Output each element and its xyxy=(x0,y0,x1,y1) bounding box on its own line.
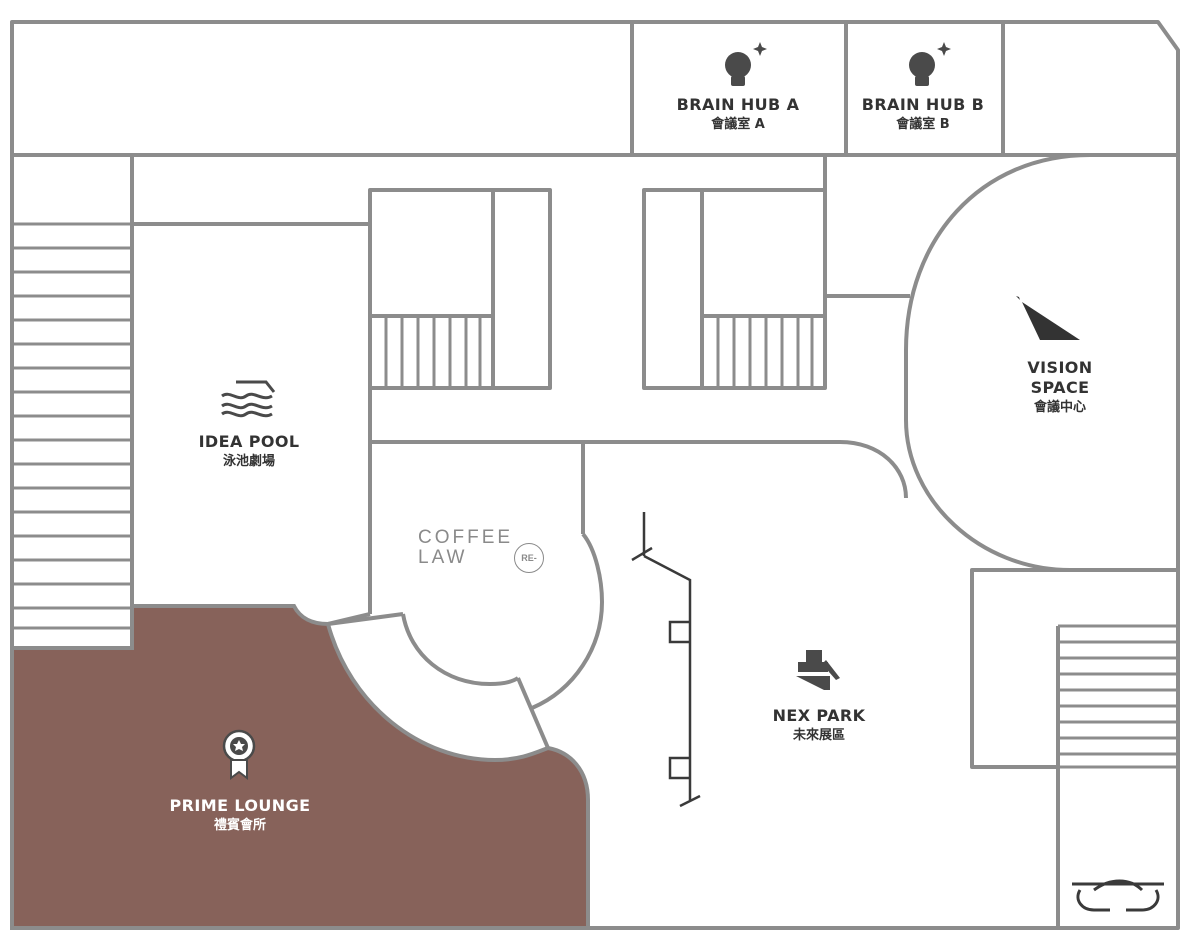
brain-hub-a-label[interactable]: BRAIN HUB A 會議室 A xyxy=(662,95,814,133)
coffee-law-line2: LAW xyxy=(418,546,468,568)
idea-pool-name: IDEA POOL xyxy=(198,432,300,451)
brain-hub-b-label[interactable]: BRAIN HUB B 會議室 B xyxy=(846,95,1000,133)
excavator-icon xyxy=(796,650,840,690)
prime-lounge-name-zh: 禮賓會所 xyxy=(213,818,266,833)
prime-lounge-label[interactable]: PRIME LOUNGE 禮賓會所 xyxy=(150,796,330,834)
idea-pool-name-zh: 泳池劇場 xyxy=(222,454,275,469)
inner-staircase-right xyxy=(716,316,814,388)
lightbulb-icon xyxy=(725,42,767,86)
nex-park-label[interactable]: NEX PARK 未來展區 xyxy=(744,706,894,744)
coffee-law-line1: COFFEE xyxy=(418,527,514,548)
brain-hub-b-name: BRAIN HUB B xyxy=(861,95,985,114)
vision-space-name-line2: SPACE xyxy=(1030,378,1090,397)
coffee-law-logo[interactable]: COFFEE LAW xyxy=(418,528,513,568)
brain-hub-a-name-zh: 會議室 A xyxy=(711,117,765,132)
right-staircase xyxy=(1058,624,1178,769)
paper-plane-icon xyxy=(1016,296,1080,340)
brain-hub-a-name: BRAIN HUB A xyxy=(676,95,800,114)
vision-space-label[interactable]: VISION SPACE 會議中心 xyxy=(1000,358,1120,416)
brain-hub-b-name-zh: 會議室 B xyxy=(896,117,950,132)
award-badge-icon xyxy=(222,729,256,780)
prime-lounge-name: PRIME LOUNGE xyxy=(169,796,311,815)
prime-lounge-area[interactable] xyxy=(10,604,590,930)
vision-space-name-line1: VISION xyxy=(1027,358,1093,377)
walls xyxy=(10,20,1180,930)
nex-park-name: NEX PARK xyxy=(772,706,866,725)
idea-pool-label[interactable]: IDEA POOL 泳池劇場 xyxy=(174,432,324,470)
pool-waves-icon xyxy=(221,380,276,418)
coffee-law-badge: RE- xyxy=(514,543,544,573)
lightbulb-icon xyxy=(909,42,951,86)
escalator-symbol xyxy=(1072,879,1164,912)
display-rail xyxy=(631,512,701,808)
inner-staircase-left xyxy=(384,316,482,388)
left-staircase xyxy=(12,222,132,630)
vision-space-name-zh: 會議中心 xyxy=(1033,400,1086,415)
nex-park-name-zh: 未來展區 xyxy=(792,728,845,743)
